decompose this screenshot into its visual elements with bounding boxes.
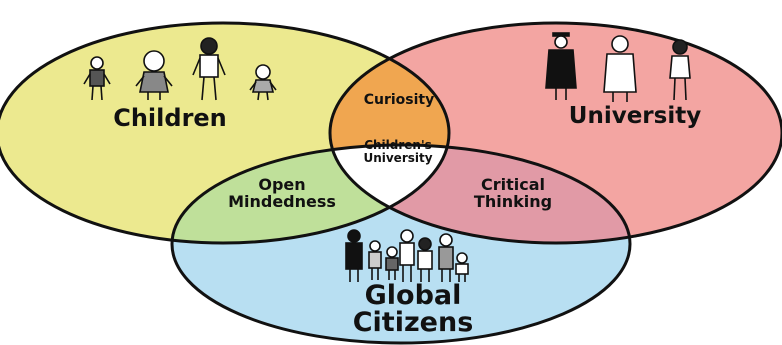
curiosity-label: Curiosity [364, 92, 435, 108]
center-label-line1: Children's [364, 138, 432, 152]
child-figure-1 [83, 56, 111, 101]
global-figure-3 [385, 246, 399, 280]
global-figure-5 [417, 237, 433, 282]
global-citizens-label-line2: Citizens [353, 307, 474, 338]
child-figure-4 [249, 64, 277, 101]
critical-thinking-overlap [330, 145, 630, 243]
student-figure [669, 39, 691, 101]
global-figure-7 [455, 252, 469, 282]
open-mindedness-label-line1: Open [258, 175, 305, 194]
university-outline [328, 21, 782, 245]
global-figure-1 [345, 229, 363, 282]
global-figure-2 [368, 240, 382, 280]
scientist-figure [603, 35, 637, 102]
global-citizens-label-line1: Global [365, 280, 462, 311]
critical-thinking-label-line2: Thinking [474, 192, 552, 211]
children-label: Children [113, 104, 227, 132]
graduate-figure [545, 32, 577, 100]
critical-thinking-label-line1: Critical [481, 175, 545, 194]
global-citizens-outline [170, 143, 632, 345]
children-figures [83, 37, 277, 101]
open-mindedness-overlap [172, 145, 449, 243]
global-figure-4 [399, 229, 415, 282]
children-outline [0, 21, 451, 245]
open-mindedness-label-line2: Mindedness [228, 192, 336, 211]
university-figures [545, 32, 691, 102]
center-label-line2: University [363, 151, 432, 165]
child-figure-3 [192, 37, 226, 101]
child-figure-2 [135, 50, 173, 100]
university-label: University [569, 103, 701, 129]
global-citizens-figures [345, 229, 469, 282]
global-figure-6 [438, 233, 454, 282]
